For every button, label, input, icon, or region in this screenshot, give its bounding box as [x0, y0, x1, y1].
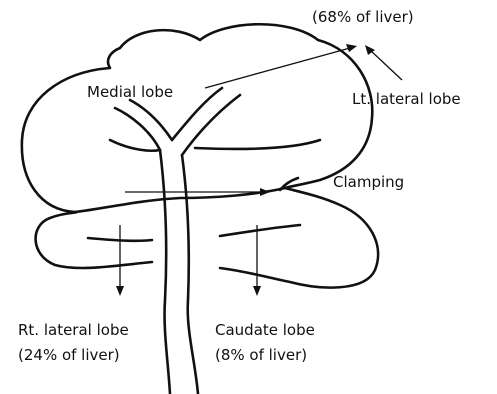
vessel-branch-right — [182, 95, 240, 155]
clamping-label: Clamping — [333, 173, 404, 191]
caudate-pct-label: (8% of liver) — [215, 346, 307, 364]
lt-lateral-pointer-line — [370, 50, 402, 80]
rt-lateral-pct-label: (24% of liver) — [18, 346, 120, 364]
rt-lateral-lobe-label: Rt. lateral lobe — [18, 321, 129, 339]
medial-to-pct-arrowhead — [346, 44, 357, 52]
upper-lobe-fissure-right — [195, 140, 320, 149]
medial-to-pct-line — [205, 48, 350, 88]
caudate-arrow-arrowhead — [253, 286, 261, 296]
vessel-branch-right-inner — [172, 88, 222, 140]
vena-cava-right-wall — [182, 155, 198, 394]
vena-cava-left-wall — [160, 150, 170, 394]
medial-lobe-label: Medial lobe — [87, 83, 173, 101]
lower-lobe-fissure-right — [220, 225, 300, 236]
upper-lobe-fissure-left — [110, 140, 160, 151]
lt-lateral-lobe-label: Lt. lateral lobe — [352, 90, 461, 108]
lt-lateral-pct-label: (68% of liver) — [312, 8, 414, 26]
rt-lateral-arrow-arrowhead — [116, 286, 124, 296]
clamping-direction-arrowhead — [260, 188, 270, 196]
caudate-lobe-label: Caudate lobe — [215, 321, 315, 339]
upper-lobes-outline — [22, 24, 372, 212]
